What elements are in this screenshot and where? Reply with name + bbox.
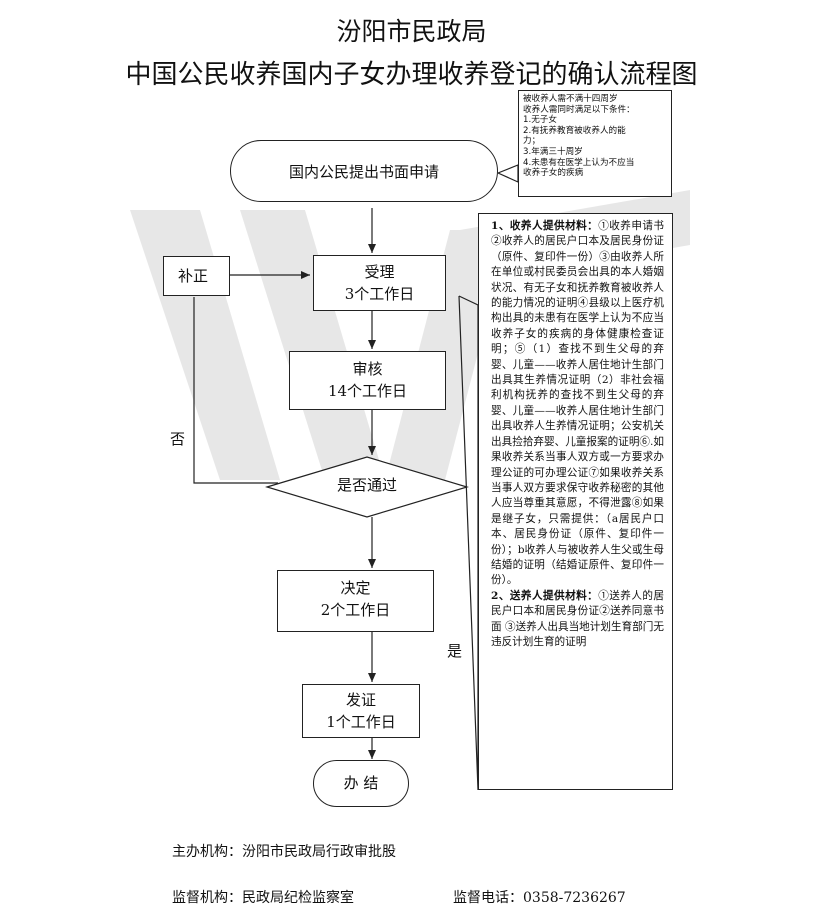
condition-note: 被收养人需不满十四周岁 收养人需同时满足以下条件： 1.无子女 2.有抚养教育被…: [518, 90, 672, 197]
adopter-materials-heading: 1、收养人提供材料：: [491, 220, 599, 232]
node-apply-label: 国内公民提出书面申请: [288, 163, 439, 181]
note-line: 收养人需同时满足以下条件：: [523, 104, 635, 115]
node-correction-label: 补正: [178, 267, 209, 285]
node-correction: 补正: [163, 256, 230, 296]
node-issue-title: 发证: [345, 691, 376, 709]
sender-materials-heading: 2、送养人提供材料：: [491, 589, 599, 602]
node-apply: 国内公民提出书面申请: [230, 140, 498, 202]
label-no: 否: [170, 430, 186, 448]
required-materials: 1、收养人提供材料：①收养申请书②收养人的居民户口本及居民身份证（原件、复印件一…: [478, 213, 673, 790]
note-line: 被收养人需不满十四周岁: [523, 94, 618, 104]
node-accept-days: 3个工作日: [344, 285, 415, 303]
node-decide-title: 决定: [340, 579, 371, 597]
note-line: 2.有抚养教育被收养人的能: [523, 125, 626, 136]
pointer-note: [497, 164, 519, 183]
page-title: 汾阳市民政局: [336, 17, 487, 46]
node-accept-title: 受理: [364, 263, 395, 281]
note-line: 4.未患有在医学上认为不应当: [523, 157, 635, 168]
footer-supervisor: 监督机构：民政局纪检监察室: [172, 890, 354, 906]
footer-phone: 监督电话：0358-7236267: [453, 890, 626, 906]
node-issue: 发证 1个工作日: [302, 684, 420, 738]
note-line: 3.年满三十周岁: [523, 146, 583, 157]
node-issue-days: 1个工作日: [326, 713, 396, 731]
line-no-branch: [193, 297, 278, 484]
adopter-materials-text: ①收养申请书②收养人的居民户口本及居民身份证（原件、复印件一份）③由收养人所在单…: [491, 220, 665, 587]
footer-host: 主办机构：汾阳市民政局行政审批股: [172, 844, 396, 860]
node-review-title: 审核: [352, 360, 383, 378]
note-line: 力；: [523, 136, 541, 147]
sender-materials-text: ①送养人的居民户口本和居民身份证②送养同意书面 ③送养人出具当地计划生育部门无违…: [491, 589, 665, 648]
note-line: 1.无子女: [523, 115, 557, 126]
node-decision: [265, 456, 469, 518]
note-line: 收养子女的疾病: [523, 168, 584, 179]
node-accept: 受理 3个工作日: [313, 255, 446, 311]
pointer-materials: [458, 295, 479, 791]
node-decide-days: 2个工作日: [320, 601, 391, 619]
node-review: 审核 14个工作日: [289, 351, 446, 410]
label-yes: 是: [447, 642, 463, 660]
node-decide: 决定 2个工作日: [277, 570, 434, 632]
node-decision-label: 是否通过: [336, 476, 397, 494]
node-end-label: 办 结: [343, 774, 379, 792]
page-subtitle: 中国公民收养国内子女办理收养登记的确认流程图: [125, 60, 698, 90]
node-review-days: 14个工作日: [327, 382, 408, 400]
node-end: 办 结: [313, 760, 409, 807]
